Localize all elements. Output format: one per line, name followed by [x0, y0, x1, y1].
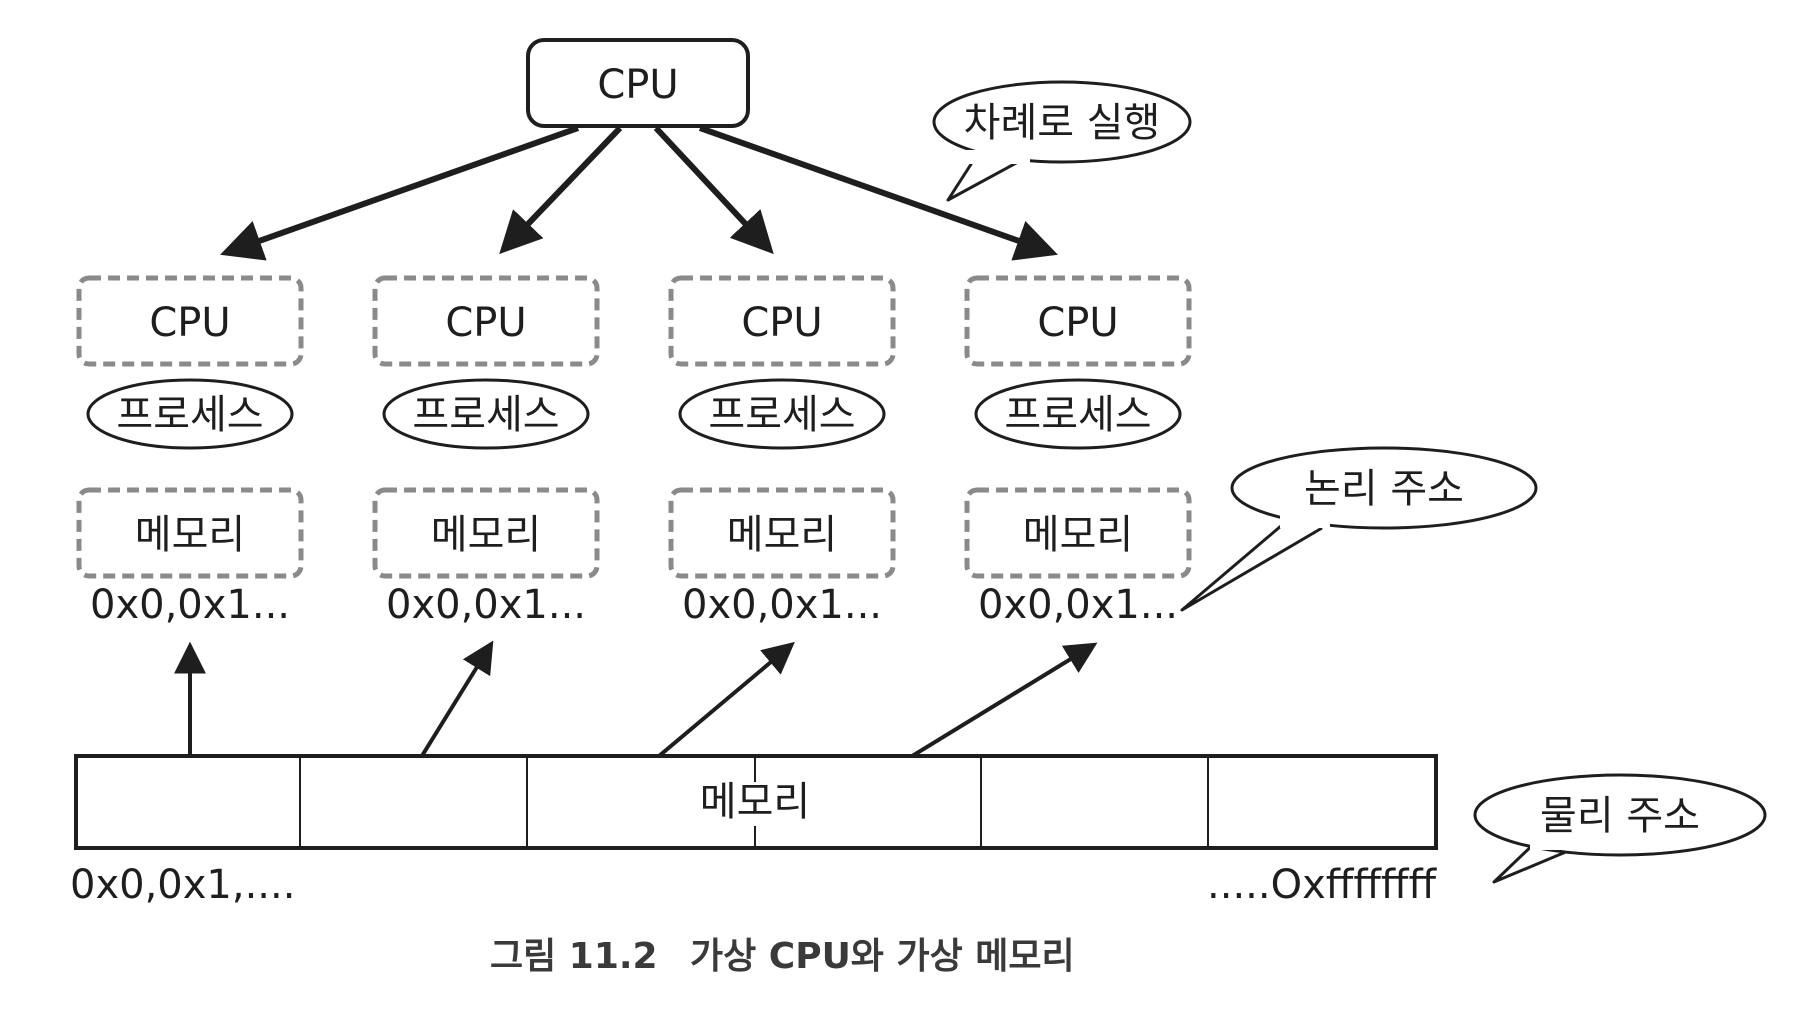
virtual-memory-label: 메모리 [135, 512, 245, 558]
sequential-callout-text: 차례로 실행 [964, 100, 1161, 146]
logical-callout-text: 논리 주소 [1304, 466, 1464, 512]
process-ellipse [86, 378, 294, 450]
virtual-memory-label: 메모리 [1023, 512, 1133, 558]
dispatch-arrow-3 [653, 125, 774, 255]
mapping-arrow-3 [638, 641, 795, 774]
virtual-cpu-box [964, 275, 1192, 367]
process-label: 프로세스 [708, 392, 855, 438]
virtual-memory-label: 메모리 [431, 512, 541, 558]
virtual-cpu-box [668, 275, 896, 367]
mapping-arrow-2 [410, 640, 494, 774]
logical-address-label: 0x0,0x1... [682, 582, 882, 628]
virtual-memory-box [372, 487, 600, 579]
caption-title: 가상 CPU와 가상 메모리 [690, 936, 1075, 977]
virtual-memory-box [964, 487, 1192, 579]
figure-caption: 그림 11.2 가상 CPU와 가상 메모리 [490, 936, 1075, 977]
dispatch-arrow-2 [499, 125, 623, 255]
mapping-arrows [174, 640, 1098, 774]
virtual-memory-box [76, 487, 304, 579]
physical-callout: 물리 주소 [1473, 773, 1767, 884]
logical-address-label: 0x0,0x1... [386, 582, 586, 628]
logical-address-label: 0x0,0x1... [90, 582, 290, 628]
physical-memory-label: 메모리 [700, 779, 810, 825]
logical-callout: 논리 주소 [1180, 446, 1538, 612]
logical-address-label: 0x0,0x1... [978, 582, 1178, 628]
physical-start-address: 0x0,0x1,.... [70, 862, 295, 908]
virtual-memory-box [668, 487, 896, 579]
virtual-cpu-label: CPU [1037, 300, 1118, 346]
mapping-arrow-4 [884, 642, 1098, 774]
process-label: 프로세스 [412, 392, 559, 438]
main-cpu: CPU [526, 38, 750, 128]
virtual-cpu-label: CPU [445, 300, 526, 346]
process-ellipse [974, 378, 1182, 450]
main-cpu-label: CPU [597, 62, 678, 108]
virtual-cpu-box [76, 275, 304, 367]
process-label: 프로세스 [116, 392, 263, 438]
virtual-cpu-label: CPU [741, 300, 822, 346]
physical-callout-text: 물리 주소 [1540, 793, 1700, 839]
virtual-cpu-box [372, 275, 600, 367]
dispatch-arrow-1 [220, 125, 580, 261]
dispatch-arrow-4 [698, 125, 1058, 261]
process-ellipse [382, 378, 590, 450]
virtual-memory-label: 메모리 [727, 512, 837, 558]
virtual-cpu-label: CPU [149, 300, 230, 346]
process-ellipse [678, 378, 886, 450]
caption-number: 그림 11.2 [490, 936, 658, 977]
sequential-callout: 차례로 실행 [932, 80, 1192, 202]
physical-end-address: .....Oxffffffff [1207, 862, 1437, 908]
process-label: 프로세스 [1004, 392, 1151, 438]
cpu-dispatch-arrows [220, 125, 1058, 261]
physical-memory: 메모리 0x0,0x1,.... .....Oxffffffff [70, 754, 1438, 908]
